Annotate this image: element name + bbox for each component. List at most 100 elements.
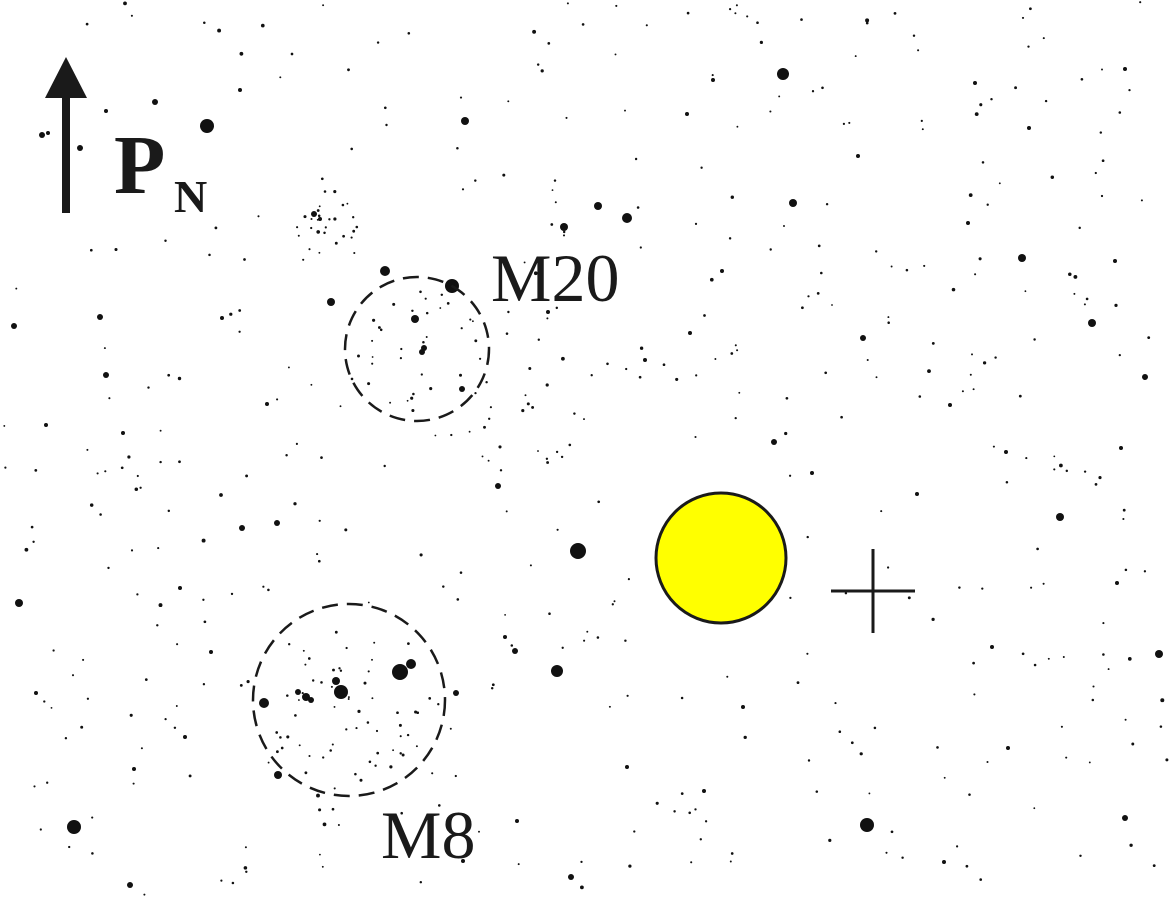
star	[301, 692, 304, 695]
star	[244, 846, 247, 849]
star	[673, 810, 676, 813]
star	[346, 202, 349, 205]
star	[203, 21, 206, 25]
star	[183, 735, 187, 739]
star	[537, 338, 540, 341]
star	[1114, 303, 1118, 308]
star	[337, 823, 340, 827]
star	[1078, 226, 1081, 230]
star	[556, 528, 559, 531]
star	[136, 593, 139, 596]
star	[308, 754, 311, 758]
star	[639, 246, 642, 249]
star	[735, 4, 738, 7]
star	[280, 746, 284, 750]
star	[345, 646, 348, 650]
star	[416, 711, 420, 715]
star	[238, 330, 241, 333]
star	[209, 650, 213, 654]
star	[406, 733, 410, 737]
star	[490, 686, 494, 690]
star	[981, 161, 985, 164]
star	[680, 696, 684, 700]
star	[396, 711, 399, 715]
star	[789, 199, 797, 207]
star	[331, 743, 334, 746]
star	[257, 215, 260, 218]
star	[880, 510, 883, 513]
star	[132, 767, 136, 771]
star	[628, 864, 632, 868]
star	[50, 706, 53, 709]
star	[354, 772, 357, 776]
star	[449, 727, 452, 730]
star	[586, 630, 589, 633]
star	[730, 195, 734, 199]
pole-letter: P	[114, 119, 165, 212]
star	[52, 649, 55, 652]
star	[1139, 1, 1142, 4]
star	[238, 309, 242, 312]
star	[262, 585, 265, 588]
star	[1042, 37, 1045, 40]
star	[1050, 175, 1055, 179]
star	[615, 4, 618, 7]
star	[434, 434, 437, 437]
star	[973, 81, 977, 85]
star	[890, 265, 893, 268]
star	[419, 553, 423, 557]
star	[167, 509, 171, 513]
star	[1059, 463, 1063, 468]
star	[645, 24, 648, 27]
star	[107, 566, 110, 570]
star	[275, 731, 279, 734]
star	[596, 636, 600, 639]
star	[446, 302, 450, 305]
star	[437, 703, 440, 706]
star	[1118, 111, 1122, 114]
star	[622, 213, 632, 223]
star	[302, 258, 305, 261]
star	[345, 728, 348, 731]
star	[801, 306, 804, 310]
star	[531, 405, 535, 409]
star	[471, 320, 474, 323]
star	[624, 639, 627, 642]
star	[34, 469, 38, 472]
star	[838, 730, 842, 733]
star	[468, 430, 471, 433]
star	[1123, 67, 1127, 71]
star	[99, 513, 102, 516]
star	[828, 838, 832, 842]
star	[1085, 297, 1089, 301]
star	[175, 705, 178, 707]
star	[968, 793, 971, 796]
star	[625, 765, 629, 769]
star	[998, 182, 1001, 185]
star	[297, 699, 300, 701]
star	[714, 358, 717, 360]
star	[537, 450, 539, 452]
star	[302, 693, 310, 701]
star	[951, 287, 956, 292]
star	[917, 49, 920, 52]
star	[608, 705, 611, 708]
star	[502, 173, 506, 177]
star	[626, 694, 629, 697]
star	[570, 543, 586, 559]
star	[1140, 199, 1143, 202]
star	[1005, 480, 1009, 484]
star	[1056, 513, 1064, 521]
star	[875, 376, 878, 379]
star	[442, 585, 445, 588]
star	[1115, 581, 1119, 585]
star	[332, 668, 335, 672]
star	[972, 388, 975, 391]
star	[529, 564, 532, 567]
star	[267, 761, 270, 764]
star	[546, 310, 550, 314]
star	[130, 14, 133, 17]
star	[1080, 77, 1084, 81]
star	[288, 643, 291, 646]
star	[352, 216, 355, 219]
